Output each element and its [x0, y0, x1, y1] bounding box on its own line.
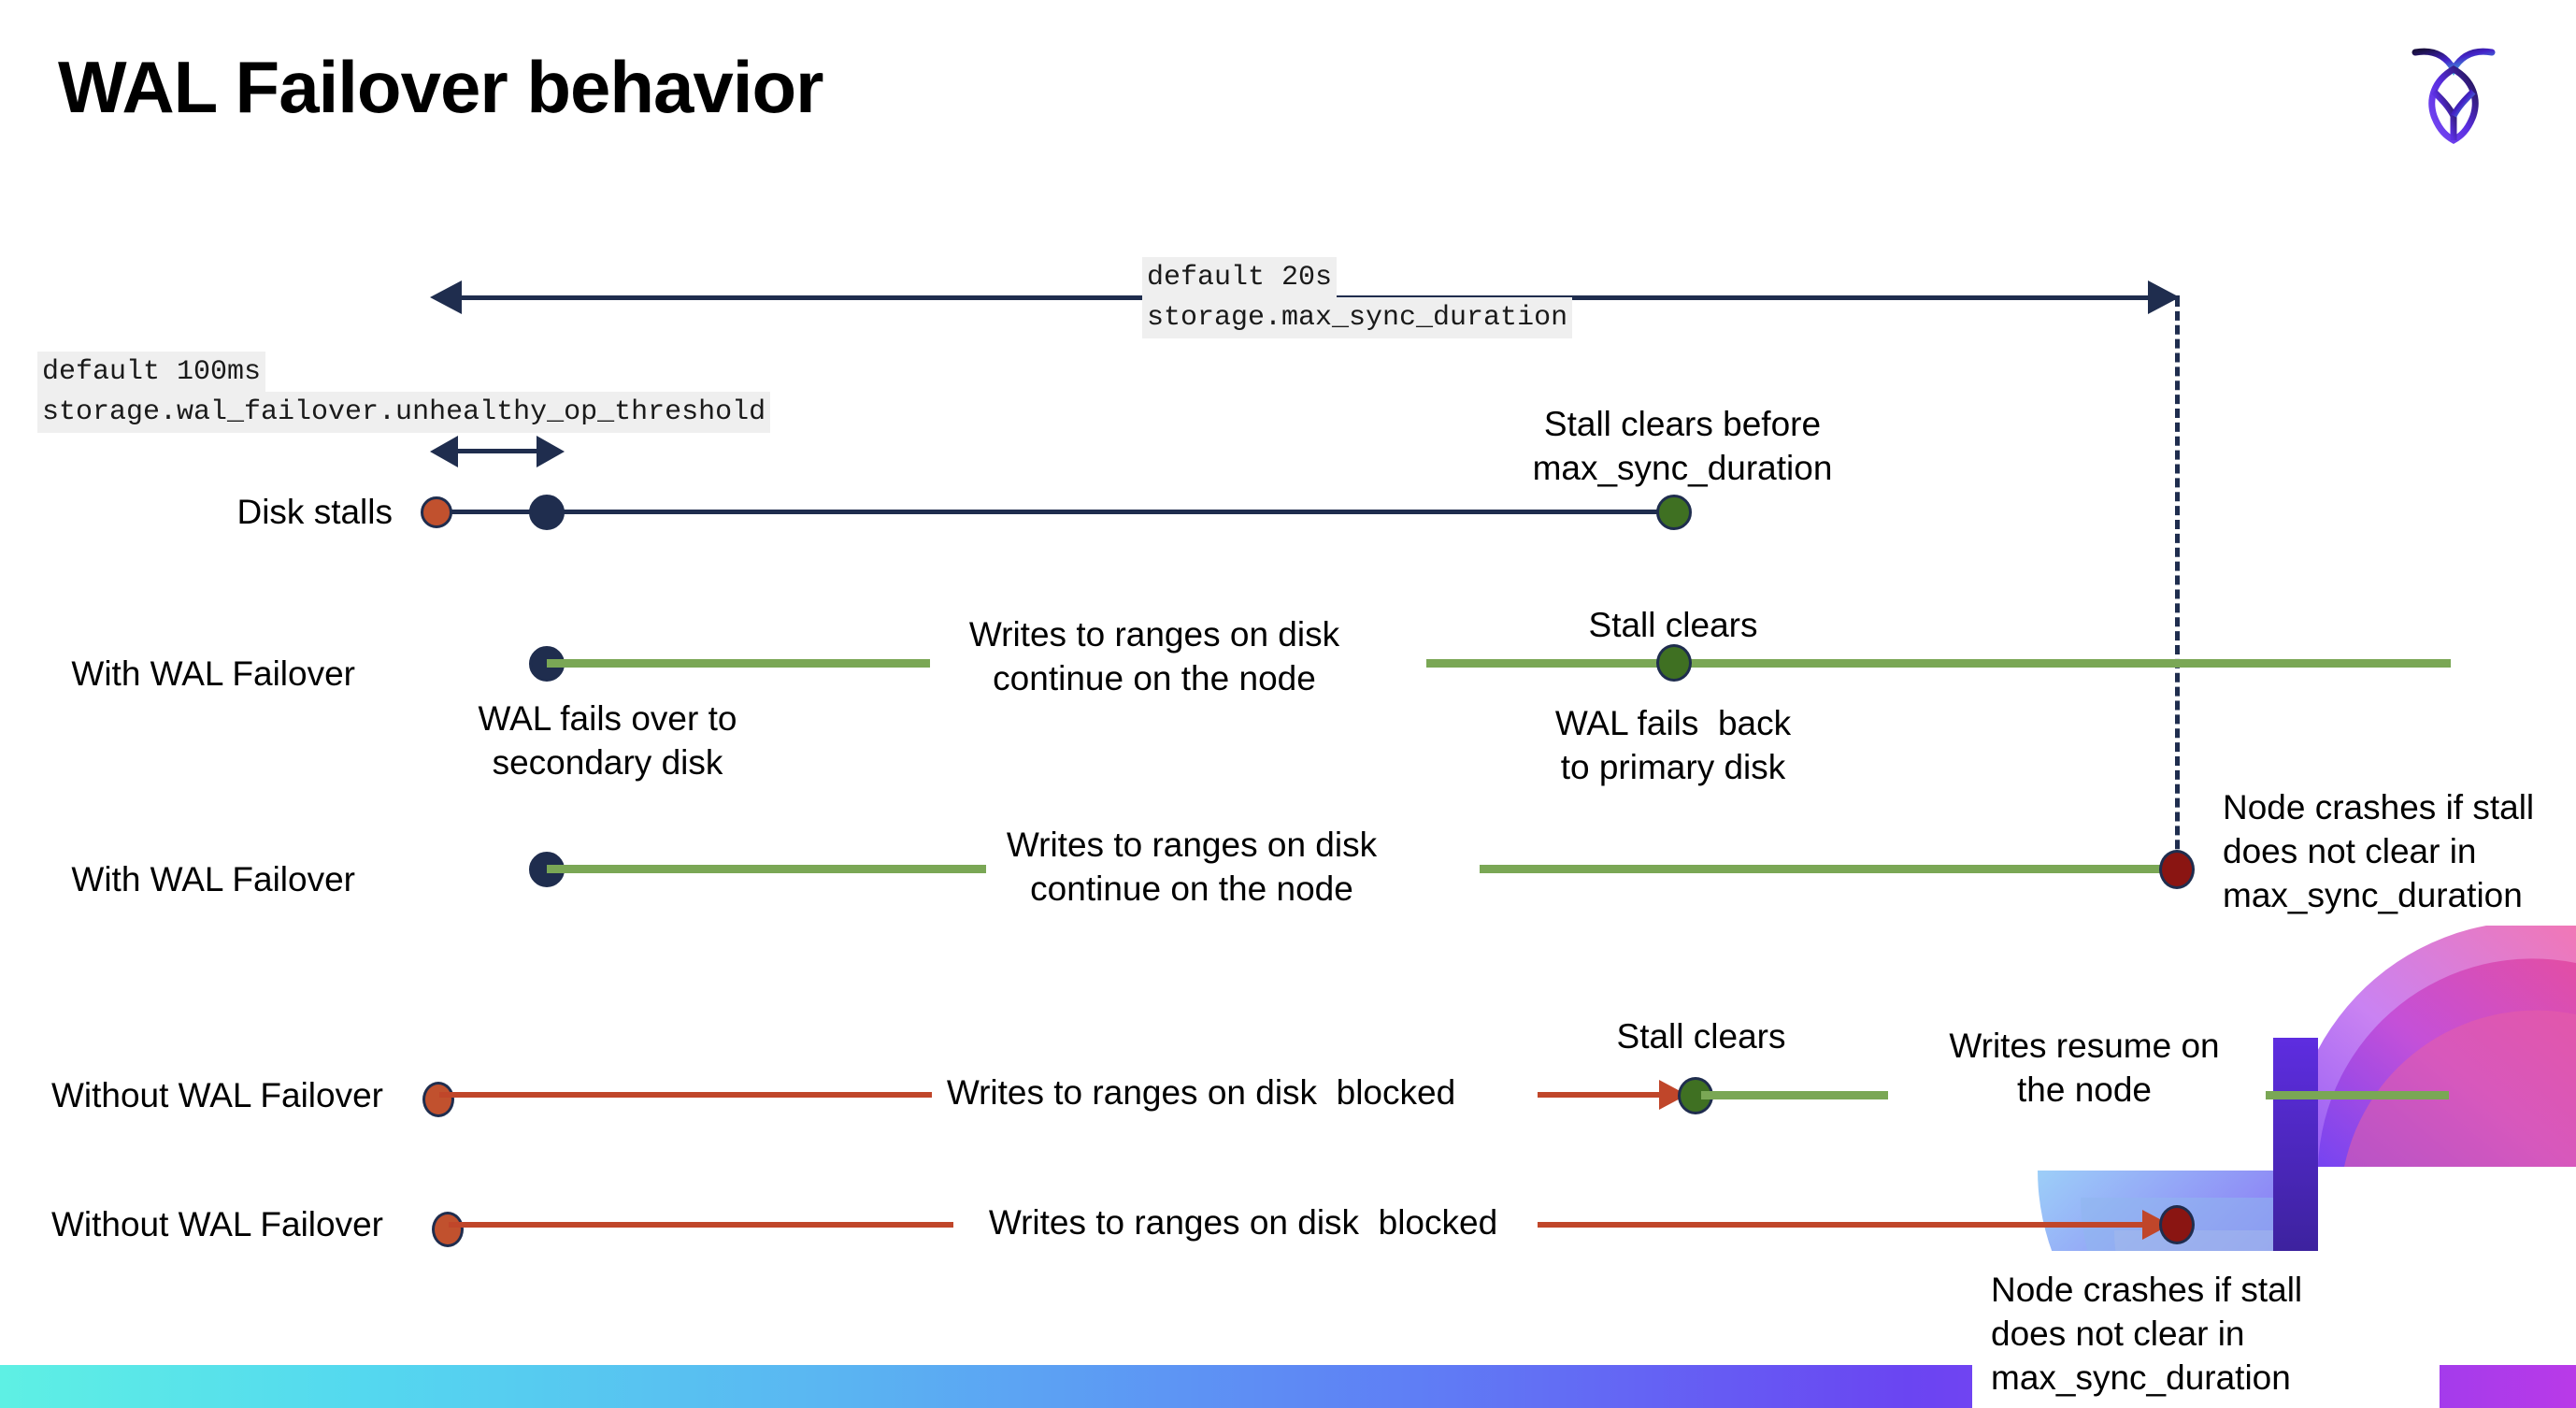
writes-continue-annotation-2: Writes to ranges on disk continue on the… [1006, 826, 1378, 908]
writes-blocked-line-2 [449, 1222, 953, 1228]
max-sync-setting-label: storage.max_sync_duration [1142, 297, 1573, 338]
row-label-with-wal-failover-crash: With WAL Failover [71, 860, 355, 898]
disk-stalls-annotation: Stall clears before max_sync_duration [1532, 405, 1833, 487]
writes-resume-annotation: Writes resume on the node [1949, 1027, 2220, 1109]
writes-continue-annotation-1: Writes to ranges on disk continue on the… [968, 615, 1340, 697]
without-wal-failover-start-dot-2 [432, 1212, 464, 1247]
writes-resume-segment-2 [2266, 1091, 2449, 1099]
writes-blocked-line-2b [1538, 1222, 2160, 1228]
row-label-without-wal-failover-crash: Without WAL Failover [50, 1205, 383, 1243]
threshold-span-line [456, 449, 540, 453]
stall-clears-annotation-1: Stall clears [1588, 606, 1758, 644]
row-label-disk-stalls: Disk stalls [236, 493, 393, 531]
writes-blocked-annotation-1: Writes to ranges on disk blocked [946, 1073, 1456, 1112]
with-wal-failover-stall-clears-dot [1656, 644, 1692, 682]
with-wal-failover-crash-segment-2 [1480, 865, 2186, 873]
max-sync-default-label: default 20s [1142, 257, 1338, 298]
row-label-without-wal-failover-clears: Without WAL Failover [50, 1076, 383, 1114]
wal-fails-back-annotation: WAL fails back to primary disk [1554, 704, 1792, 786]
wal-failover-trigger-dot [529, 495, 565, 530]
disk-stall-start-dot [421, 496, 452, 528]
wal-fails-over-annotation: WAL fails over to secondary disk [478, 699, 737, 782]
disk-stalls-timeline [437, 510, 1681, 514]
threshold-arrow-left-head [430, 436, 458, 467]
node-crash-annotation-1: Node crashes if stall does not clear in … [2223, 788, 2535, 914]
cockroachdb-logo-icon [2393, 26, 2514, 148]
row-label-with-wal-failover-clears: With WAL Failover [71, 654, 355, 693]
without-wal-failover-start-dot-1 [422, 1082, 454, 1117]
with-wal-failover-segment-1 [547, 659, 930, 668]
writes-blocked-line-1 [439, 1092, 932, 1098]
writes-blocked-line-1b [1538, 1092, 1673, 1098]
max-sync-arrow-right-head [2148, 280, 2180, 314]
max-sync-arrow-left-head [430, 280, 462, 314]
threshold-arrow-right-head [537, 436, 565, 467]
unhealthy-threshold-setting-label: storage.wal_failover.unhealthy_op_thresh… [37, 392, 771, 433]
with-wal-failover-segment-2 [1426, 659, 2451, 668]
page-title: WAL Failover behavior [58, 46, 823, 128]
unhealthy-threshold-default-label: default 100ms [37, 352, 266, 393]
node-crash-dot-2 [2159, 1205, 2195, 1244]
node-crash-dot-1 [2159, 850, 2195, 889]
disk-stalls-stall-clears-dot [1656, 495, 1692, 530]
writes-blocked-annotation-2: Writes to ranges on disk blocked [988, 1203, 1498, 1242]
writes-resume-segment-1 [1701, 1091, 1888, 1099]
max-sync-boundary-dashed-line [2175, 297, 2180, 877]
node-crash-annotation-2: Node crashes if stall does not clear in … [1972, 1251, 2440, 1408]
with-wal-failover-crash-segment-1 [547, 865, 986, 873]
stall-clears-annotation-2: Stall clears [1616, 1017, 1786, 1056]
